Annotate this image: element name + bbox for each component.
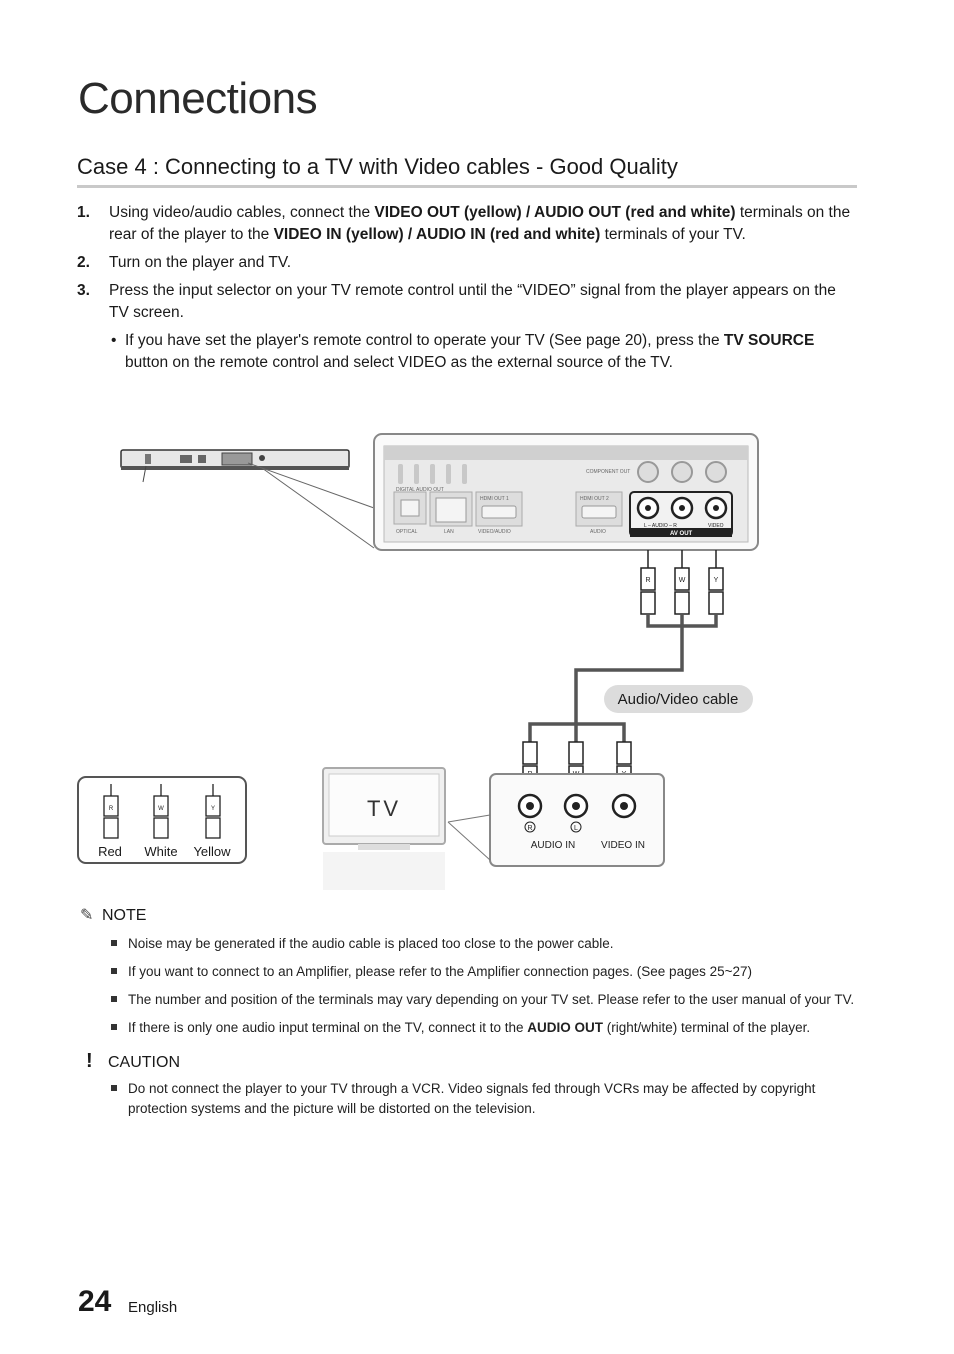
step-2: 2. Turn on the player and TV. xyxy=(77,252,859,274)
legend-yellow: Yellow xyxy=(193,844,231,859)
video-label: VIDEO xyxy=(708,523,724,529)
step-1: 1. Using video/audio cables, connect the… xyxy=(77,202,859,246)
note-title: NOTE xyxy=(102,907,147,924)
step-number: 3. xyxy=(77,282,90,299)
step-number: 1. xyxy=(77,204,90,221)
bullet-square xyxy=(111,940,117,946)
step-text: Turn on the player and TV. xyxy=(109,254,292,271)
video-audio-label: VIDEO/AUDIO xyxy=(478,529,511,535)
note-item: Noise may be generated if the audio cabl… xyxy=(108,934,868,954)
av-out-label: AV OUT xyxy=(670,531,693,537)
hdmi-out-1-label: HDMI OUT 1 xyxy=(480,496,509,502)
plug-letter-r: R xyxy=(109,806,114,812)
audio-label: AUDIO xyxy=(590,529,606,535)
sub-bold-text: TV SOURCE xyxy=(723,332,815,349)
sub-text: button on the remote control and select … xyxy=(125,354,673,371)
av-cable xyxy=(528,614,718,742)
step-bold-text: VIDEO OUT (yellow) / AUDIO OUT (red and … xyxy=(374,204,736,221)
legend-red: Red xyxy=(98,844,122,859)
note-text: If there is only one audio input termina… xyxy=(128,1020,528,1035)
step-3-subitem: • If you have set the player's remote co… xyxy=(77,330,859,374)
page-language: English xyxy=(128,1299,178,1316)
plug-letter-w: W xyxy=(679,577,686,584)
steps-list: 1. Using video/audio cables, connect the… xyxy=(77,202,859,374)
note-text: If you want to connect to an Amplifier, … xyxy=(128,964,753,979)
bullet-square xyxy=(111,1024,117,1030)
note-item: The number and position of the terminals… xyxy=(108,990,868,1010)
note-bold-text: AUDIO OUT xyxy=(527,1020,604,1035)
bullet-dot: • xyxy=(111,332,117,349)
step-3: 3. Press the input selector on your TV r… xyxy=(77,280,859,324)
audio-l-r-label: L – AUDIO – R xyxy=(644,523,677,529)
step-number: 2. xyxy=(77,254,90,271)
optical-label: OPTICAL xyxy=(396,529,418,535)
heading-rule xyxy=(77,185,857,188)
plug-letter-y: Y xyxy=(211,806,215,812)
jack-letter-r: R xyxy=(527,825,532,832)
bullet-square xyxy=(111,1085,117,1091)
tv-jacks-panel: R L AUDIO IN VIDEO IN xyxy=(489,773,665,867)
plug-letter-w: W xyxy=(158,806,164,812)
step-bold-text: VIDEO IN (yellow) / AUDIO IN (red and wh… xyxy=(273,226,601,243)
rear-panel-enlarged: DIGITAL AUDIO OUT OPTICAL LAN HDMI OUT 1… xyxy=(373,433,759,551)
note-list: Noise may be generated if the audio cabl… xyxy=(108,934,868,1046)
plug-letter-r: R xyxy=(645,577,650,584)
caution-heading: ! CAUTION xyxy=(86,1050,180,1073)
pencil-icon: ✎ xyxy=(80,907,94,924)
tv-illustration: TV xyxy=(322,767,446,890)
hdmi-out-2-label: HDMI OUT 2 xyxy=(580,496,609,502)
step-text: Using video/audio cables, connect the xyxy=(109,204,375,221)
lan-label: LAN xyxy=(444,529,454,535)
note-item: If you want to connect to an Amplifier, … xyxy=(108,962,868,982)
connection-diagram: DIGITAL AUDIO OUT OPTICAL LAN HDMI OUT 1… xyxy=(77,433,759,890)
caution-title: CAUTION xyxy=(108,1054,180,1071)
jack-letter-l: L xyxy=(574,825,578,832)
note-text: (right/white) terminal of the player. xyxy=(603,1020,811,1035)
legend-white: White xyxy=(144,844,177,859)
caution-item: Do not connect the player to your TV thr… xyxy=(108,1079,868,1119)
cable-color-legend: R W Y Red White Yellow xyxy=(77,776,247,864)
note-item: If there is only one audio input termina… xyxy=(108,1018,868,1038)
cable-label-pill xyxy=(604,685,753,713)
caution-list: Do not connect the player to your TV thr… xyxy=(108,1079,868,1127)
caution-text: Do not connect the player to your TV thr… xyxy=(128,1081,816,1116)
note-text: The number and position of the terminals… xyxy=(128,992,855,1007)
note-text: Noise may be generated if the audio cabl… xyxy=(128,936,614,951)
step-text: terminals on the rear of the player to t… xyxy=(109,204,851,243)
bullet-square xyxy=(111,996,117,1002)
digital-audio-out-label: DIGITAL AUDIO OUT xyxy=(396,487,444,493)
note-heading: ✎ NOTE xyxy=(80,905,146,925)
tv-label: TV xyxy=(367,796,401,821)
case-heading: Case 4 : Connecting to a TV with Video c… xyxy=(77,154,678,179)
page-number: 24 xyxy=(78,1285,112,1318)
player-rear-thumbnail xyxy=(120,449,350,483)
component-out-label: COMPONENT OUT xyxy=(586,469,630,475)
step-text: Press the input selector on your TV remo… xyxy=(109,282,836,321)
sub-text: If you have set the player's remote cont… xyxy=(125,332,724,349)
cable-label: Audio/Video cable xyxy=(618,691,739,708)
section-title: Connections xyxy=(78,74,318,123)
step-text: terminals of your TV. xyxy=(600,226,746,243)
audio-in-label: AUDIO IN xyxy=(531,840,575,851)
plug-letter-y: Y xyxy=(714,577,719,584)
video-in-label: VIDEO IN xyxy=(601,840,645,851)
exclamation-icon: ! xyxy=(86,1050,93,1072)
bullet-square xyxy=(111,968,117,974)
